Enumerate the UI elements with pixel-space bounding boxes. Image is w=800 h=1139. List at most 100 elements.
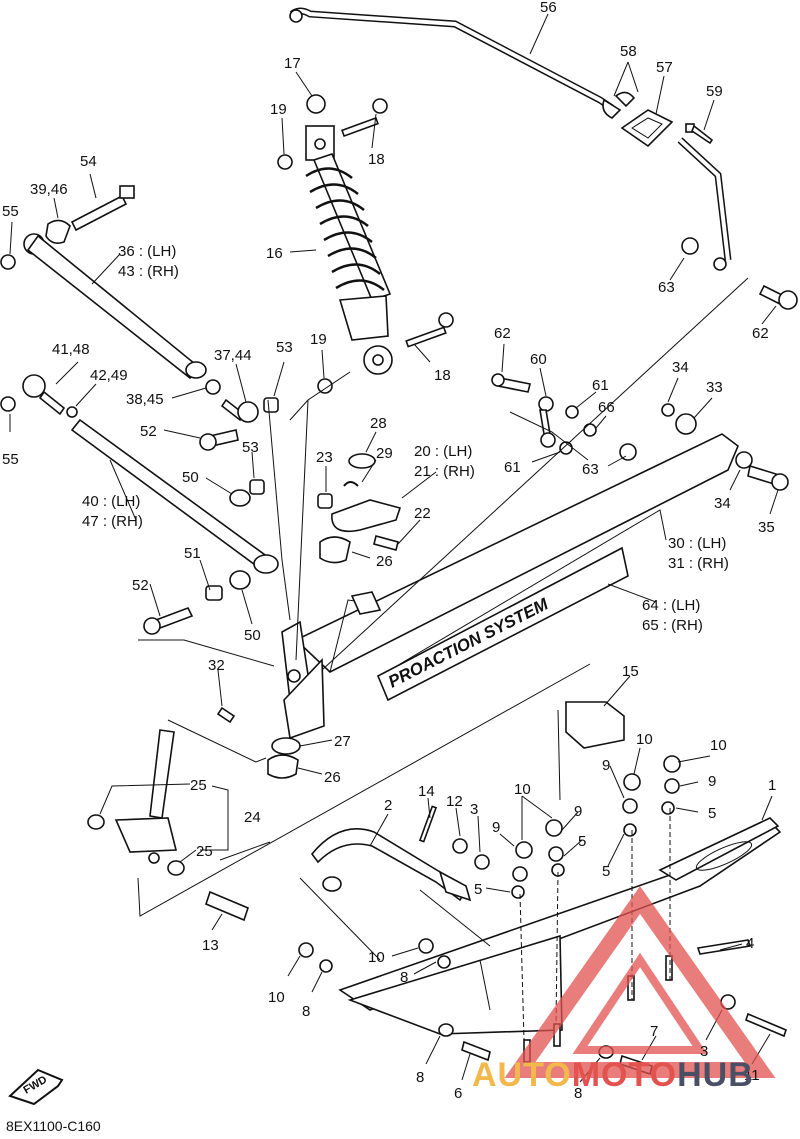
callout-39-46: 39,46: [30, 181, 68, 198]
bar-bushing-58: [602, 91, 636, 119]
collar-23: [317, 493, 333, 509]
collar-12: [452, 838, 468, 854]
callout-10-a: 10: [636, 731, 653, 748]
callout-55-top: 55: [2, 203, 19, 220]
callout-21: 21 : (RH): [414, 463, 475, 480]
bushing-50-mid: [229, 570, 251, 590]
bolt-59: [685, 123, 714, 145]
callout-63-top: 63: [658, 279, 675, 296]
callout-19-top: 19: [270, 101, 287, 118]
bolt-22: [373, 535, 399, 551]
brand-part-2: MOTO: [571, 1056, 678, 1094]
callout-5-c: 5: [474, 881, 482, 898]
washer-3: [474, 854, 490, 870]
callout-27: 27: [334, 733, 351, 750]
clip-29: [343, 481, 359, 487]
callout-51: 51: [184, 545, 201, 562]
callout-35: 35: [758, 519, 775, 536]
callout-43: 43 : (RH): [118, 263, 179, 280]
callout-36: 36 : (LH): [118, 243, 176, 260]
leader-lines: [9, 13, 779, 1083]
washer-27: [271, 737, 301, 755]
pin-14: [418, 805, 438, 843]
assembly-lines: [137, 277, 749, 1041]
bar-holder-57: [620, 109, 674, 148]
bushing-26-top: [319, 536, 351, 564]
stopper-15: [565, 701, 625, 749]
callout-54: 54: [80, 153, 97, 170]
bolt-11: [745, 1012, 787, 1038]
diagram-code: 8EX1100-C160: [6, 1118, 101, 1134]
callout-58: 58: [620, 43, 637, 60]
callout-29: 29: [376, 445, 393, 462]
bolt-32: [216, 706, 236, 724]
callout-18-mid: 18: [434, 367, 451, 384]
callout-40: 40 : (LH): [82, 493, 140, 510]
shock-absorber: [277, 94, 454, 394]
callout-9-d: 9: [574, 803, 582, 820]
cap-28: [348, 453, 376, 469]
callout-30: 30 : (LH): [668, 535, 726, 552]
callout-9-b: 9: [708, 773, 716, 790]
callout-65: 65 : (RH): [642, 617, 703, 634]
callout-42-49: 42,49: [90, 367, 128, 384]
bushing-50-top: [229, 489, 251, 507]
brand-part-1: AUTO: [472, 1056, 572, 1094]
watermark-brand: AUTOMOTOHUB: [472, 1056, 754, 1095]
upper-rod: [0, 185, 207, 380]
bushing-26-low: [267, 754, 299, 779]
callout-37-44: 37,44: [214, 347, 252, 364]
bolt-52-top: [199, 429, 239, 451]
callout-4: 4: [746, 935, 754, 952]
callout-9-c: 9: [492, 819, 500, 836]
callout-14: 14: [418, 783, 435, 800]
callout-57: 57: [656, 59, 673, 76]
callout-9-a: 9: [602, 757, 610, 774]
callout-47: 47 : (RH): [82, 513, 143, 530]
ski-handle-2: [310, 828, 472, 902]
collar-53-mid: [249, 479, 265, 495]
callout-62-mid: 62: [494, 325, 511, 342]
callout-52-low: 52: [132, 577, 149, 594]
ski-hardware: [298, 755, 681, 1063]
callout-labels: 56 58 57 59 17 19 18 54 39,46 55 36 : (L…: [2, 0, 776, 1102]
callout-25-top: 25: [190, 777, 207, 794]
callout-64: 64 : (LH): [642, 597, 700, 614]
callout-66: 66: [598, 399, 615, 416]
callout-8-c: 8: [416, 1069, 424, 1086]
collar-53-top: [263, 397, 279, 413]
callout-34-top: 34: [672, 359, 689, 376]
callout-23: 23: [316, 449, 333, 466]
watermark-logo: [504, 886, 776, 1078]
lower-rod: [0, 374, 279, 574]
callout-20: 20 : (LH): [414, 443, 472, 460]
callout-17: 17: [284, 55, 301, 72]
wear-bar-4: [696, 939, 752, 955]
callout-11: 11: [744, 1067, 760, 1084]
callout-10-b: 10: [710, 737, 727, 754]
callout-22: 22: [414, 505, 431, 522]
callout-10-c: 10: [514, 781, 531, 798]
callout-41-48: 41,48: [52, 341, 90, 358]
callout-2: 2: [384, 797, 392, 814]
upper-pivot: [281, 620, 325, 740]
callout-10-d: 10: [368, 949, 385, 966]
plate-20-21: [331, 499, 402, 533]
callout-5-b: 5: [578, 833, 586, 850]
callout-60: 60: [530, 351, 547, 368]
callout-8-b: 8: [302, 1003, 310, 1020]
brand-part-3: HUB: [677, 1056, 754, 1094]
callout-61-low: 61: [504, 459, 521, 476]
callout-8-d: 8: [574, 1085, 582, 1102]
callout-12: 12: [446, 793, 463, 810]
callout-24: 24: [244, 809, 261, 826]
callout-31: 31 : (RH): [668, 555, 729, 572]
nut-63-top: [681, 237, 727, 271]
washer-8-low: [438, 1023, 454, 1037]
callout-53-top: 53: [276, 339, 293, 356]
callout-34-low: 34: [714, 495, 731, 512]
callout-16: 16: [266, 245, 283, 262]
callout-52-top: 52: [140, 423, 157, 440]
callout-28: 28: [370, 415, 387, 432]
